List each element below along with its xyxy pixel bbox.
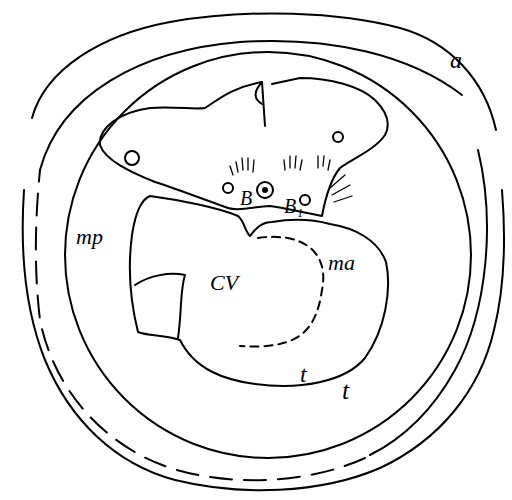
canal-circle bbox=[257, 182, 273, 198]
part-label: a bbox=[450, 48, 462, 72]
part-label: B bbox=[240, 188, 252, 208]
part-label: B₁ bbox=[284, 196, 303, 216]
inner-lobe bbox=[135, 274, 185, 338]
part-label: ma bbox=[328, 252, 355, 274]
part-label: t bbox=[342, 378, 349, 404]
canal-circle bbox=[333, 132, 343, 142]
amnion-ring bbox=[36, 170, 365, 480]
inner-dashed-wall bbox=[240, 237, 323, 347]
outer-outline bbox=[23, 13, 504, 490]
canal-circle bbox=[125, 151, 139, 165]
canal-circle bbox=[223, 183, 233, 193]
part-label: mp bbox=[76, 226, 103, 248]
notch bbox=[256, 82, 262, 104]
neural-mass bbox=[100, 78, 388, 216]
canal-dot bbox=[263, 188, 267, 192]
part-label: CV bbox=[210, 272, 238, 294]
inner-ring bbox=[65, 52, 471, 458]
part-label: t bbox=[300, 362, 307, 386]
cavity-outline bbox=[130, 196, 388, 386]
